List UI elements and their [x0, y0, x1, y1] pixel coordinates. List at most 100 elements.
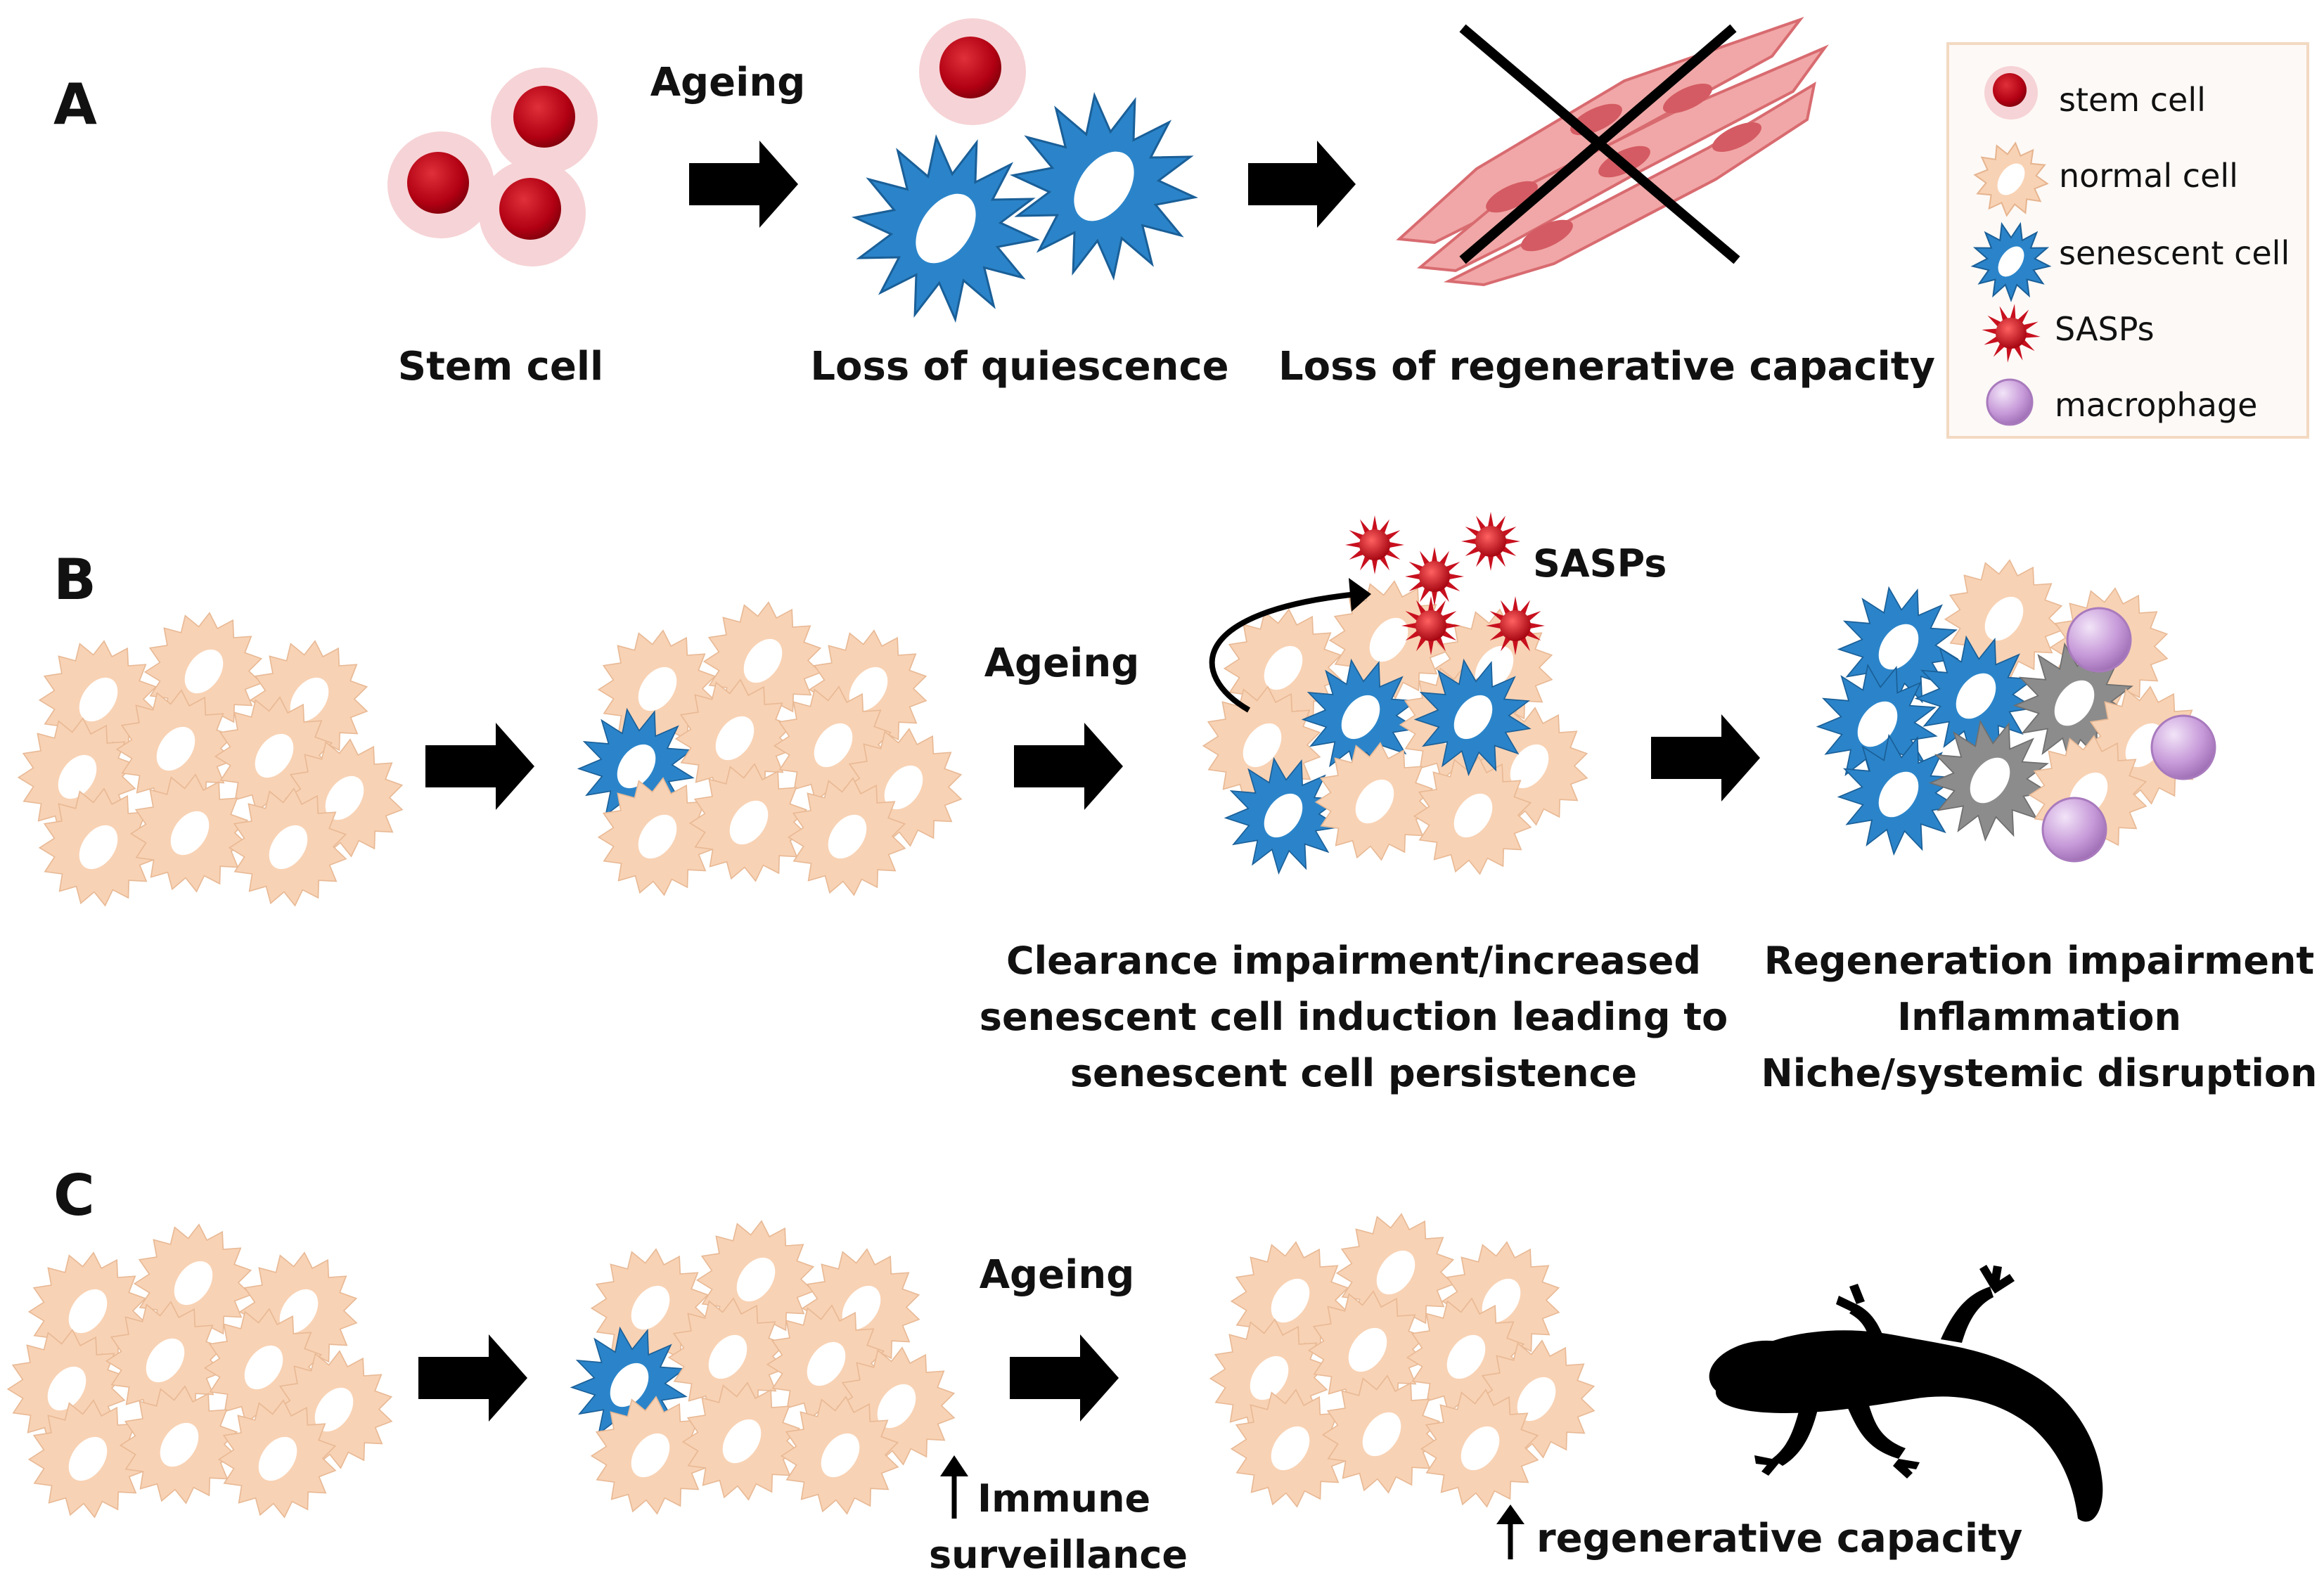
cell-nucleus [58, 754, 97, 799]
arrow-b2 [1014, 723, 1123, 810]
cell-nucleus [807, 1341, 846, 1386]
normal-cell [667, 1297, 787, 1417]
cell-nucleus [1878, 624, 1919, 670]
sasp-particle [1461, 512, 1520, 571]
normal-cell [217, 1399, 337, 1519]
stem-cell-nucleus [939, 37, 1001, 98]
cell-nucleus [877, 1384, 916, 1429]
normal-cell-icon [1973, 141, 2049, 217]
sasps-label: SASPs [1533, 541, 1667, 586]
cell-nucleus [1984, 596, 2024, 641]
caption-clearance: Clearance impairment/increased senescent… [980, 939, 1728, 1095]
normal-tissue-cluster [17, 612, 404, 907]
senescent-cell [1413, 658, 1532, 777]
cell-nucleus [170, 811, 210, 856]
arrow-b1 [425, 723, 534, 810]
fibroblast-cell [1396, 16, 1804, 245]
stem-cell-nucleus [407, 152, 469, 214]
cell-nucleus [156, 726, 195, 771]
loss-of-quiescence-group [852, 18, 1198, 323]
cell-nucleus [68, 1289, 108, 1334]
secretion-arrow [1209, 591, 1358, 713]
cell-nucleus [1369, 617, 1408, 662]
senescent-cell [852, 134, 1040, 323]
cell-nucleus [814, 723, 853, 768]
normal-cell [129, 773, 249, 893]
sasp-core [1419, 561, 1450, 592]
caption-clearance-line: senescent cell induction leading to [980, 995, 1728, 1039]
cell-nucleus [631, 1433, 670, 1478]
cell-nucleus [828, 814, 867, 859]
cell-nucleus [1271, 1426, 1310, 1471]
cell-nucleus [715, 716, 755, 761]
cell-nucleus [821, 1433, 860, 1478]
normal-cell [1420, 1389, 1539, 1508]
cell-nucleus [1510, 744, 1549, 789]
cell-nucleus [638, 666, 677, 711]
cell-nucleus [1453, 695, 1493, 740]
normal-cell [27, 1399, 147, 1519]
cell-nucleus [1460, 1426, 1500, 1471]
regenerative-capacity-label: regenerative capacity [1536, 1516, 2022, 1561]
cell-nucleus [1956, 673, 1996, 719]
senescent-cell [1914, 635, 2036, 758]
cell-nucleus [146, 1338, 185, 1383]
panel-a-letter: A [53, 72, 97, 137]
cell-nucleus [916, 193, 976, 264]
tissue-cluster-one-senescent [570, 1220, 956, 1515]
ageing-label-b: Ageing [984, 640, 1140, 686]
cell-nucleus [269, 825, 308, 870]
normal-cell [105, 1301, 224, 1420]
cell-nucleus [1998, 246, 2024, 277]
cell-nucleus [1348, 1327, 1387, 1372]
cell-nucleus [255, 733, 294, 778]
secretion-arrowhead [1349, 578, 1371, 612]
cell-nucleus [722, 1419, 762, 1464]
caption-outcome-line: Regeneration impairment [1764, 939, 2314, 983]
tissue-cluster-senescent-persistence [1202, 580, 1588, 875]
immune-surveillance-line2: surveillance [929, 1533, 1188, 1577]
caption-clearance-line: senescent cell persistence [1070, 1051, 1637, 1095]
up-arrow-icon [940, 1455, 968, 1519]
cell-nucleus [1362, 1412, 1401, 1457]
arrow-a2 [1248, 141, 1356, 228]
senescent-cell [1224, 756, 1342, 875]
macrophage [2066, 607, 2132, 673]
macrophage [2041, 797, 2107, 863]
salamander-leg [1842, 1396, 1906, 1459]
normal-cell [590, 1396, 710, 1515]
cell-nucleus [1341, 695, 1380, 740]
cell-nucleus [736, 1257, 776, 1302]
normal-cell [119, 1385, 238, 1505]
fibroblast-cell [1443, 81, 1816, 287]
normal-cell [1944, 559, 2063, 678]
cell-nucleus [610, 1363, 649, 1408]
sasp-particle [1345, 515, 1404, 574]
fibroblast-nucleus [1662, 83, 1713, 114]
normal-cell [1413, 756, 1532, 875]
salamander-leg [1836, 1284, 1865, 1313]
senescent-cell [1837, 733, 1959, 856]
sasp-particles [1345, 512, 1545, 655]
cell-nucleus [1074, 151, 1134, 221]
sasp-particle [1405, 547, 1464, 606]
cell-nucleus [79, 825, 118, 870]
fibroblast-nucleus [1521, 219, 1573, 252]
cell-nucleus [244, 1345, 283, 1390]
cell-nucleus [184, 649, 224, 694]
salamander-leg [1754, 1455, 1779, 1476]
legend-label-normal-cell: normal cell [2059, 157, 2238, 195]
panel-b-letter: B [53, 547, 96, 612]
cell-nucleus [884, 765, 923, 810]
panel-c-letter: C [53, 1163, 95, 1228]
panel-b: B Ageing SASPs Clearance impairment/incr… [17, 512, 2317, 1095]
salamander-leg [1941, 1287, 1994, 1343]
legend-label-senescent-cell: senescent cell [2059, 234, 2290, 272]
normal-cell [1321, 1374, 1441, 1494]
normal-cell [38, 787, 158, 907]
cell-nucleus [160, 1422, 199, 1467]
sasp-core [1475, 526, 1506, 557]
immune-surveillance-line1: Immune [977, 1476, 1150, 1521]
normal-tissue-cluster [1209, 1213, 1596, 1508]
sasp-particle [1401, 596, 1460, 655]
